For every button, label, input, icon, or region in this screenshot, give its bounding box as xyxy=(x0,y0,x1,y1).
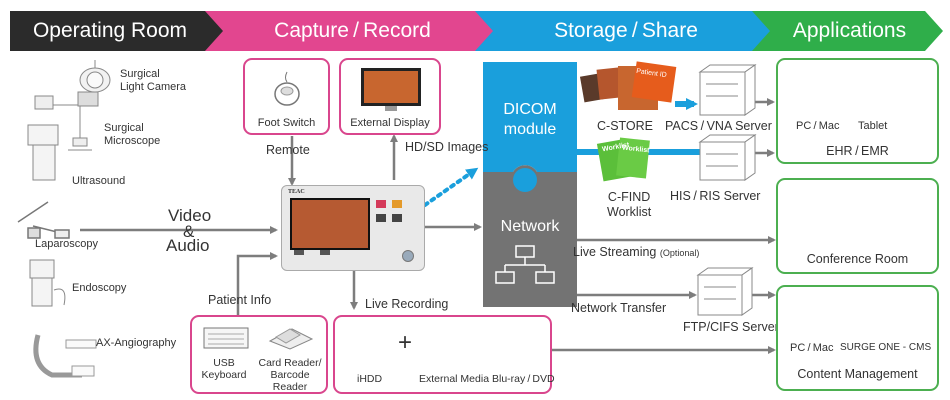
stage-storage-share: Storage / Share xyxy=(554,19,698,42)
ehr-emr-label: EHR / EMR xyxy=(826,144,889,158)
bluray-dvd-label: Blu-ray / DVD xyxy=(492,373,555,385)
surgical-light-camera-icon xyxy=(79,60,111,93)
laparoscopy-icon xyxy=(17,201,70,239)
his-ris-server-icon xyxy=(698,134,757,181)
content-management-box: PC / Mac SURGE ONE - CMS Content Managem… xyxy=(776,285,939,391)
usb-keyboard-label: USB Keyboard xyxy=(201,357,247,381)
ihdd-label: iHDD xyxy=(357,373,383,385)
device-screen xyxy=(290,198,370,250)
stage-capture-record-chevron xyxy=(205,11,496,51)
patient-info-arrow xyxy=(236,252,278,315)
live-streaming-text: Live Streaming xyxy=(573,245,657,259)
network-transfer-label: Network Transfer xyxy=(571,301,667,315)
storage-media-box: iHDD + External Media Blu-ray / DVD xyxy=(333,315,555,394)
pc-mac-2-label: PC / Mac xyxy=(790,342,834,354)
live-streaming-label: Live Streaming (Optional) xyxy=(573,245,699,259)
external-media-label: External Media xyxy=(419,373,490,385)
live-recording-label: Live Recording xyxy=(365,297,449,311)
c-store-label: C-STORE xyxy=(597,119,654,133)
device-power-knob xyxy=(402,250,414,262)
input-devices-box: USB Keyboard Card Reader/ Barcode Reader xyxy=(190,315,328,394)
device-button-dark-2 xyxy=(392,214,402,222)
network-label: Network xyxy=(500,218,560,235)
ftp-cifs-label: FTP/CIFS Server xyxy=(683,320,779,334)
surgical-microscope-label: Surgical Microscope xyxy=(104,122,161,147)
conference-room-label: Conference Room xyxy=(806,252,909,266)
ax-angiography-icon xyxy=(33,334,97,378)
network-topology-icon xyxy=(495,245,555,284)
laparoscopy-label: Laparoscopy xyxy=(35,238,98,250)
dicom-dotted-arrow xyxy=(423,167,479,207)
foot-switch-label: Foot Switch xyxy=(257,117,316,129)
external-display-label: External Display xyxy=(350,117,430,129)
conference-room-box: Conference Room xyxy=(776,178,939,274)
flow-arrows xyxy=(80,134,776,354)
surge-one-label: SURGE ONE - CMS xyxy=(840,342,932,353)
device-button-dark xyxy=(376,214,386,222)
usb-keyboard-icon xyxy=(203,327,249,349)
external-display-icon xyxy=(361,68,421,111)
ultrasound-label: Ultrasound xyxy=(72,175,126,187)
stage-operating-room-chevron xyxy=(10,11,226,51)
ultrasound-icon xyxy=(27,124,59,181)
external-display-box: External Display xyxy=(339,58,441,135)
pacs-server-icon xyxy=(698,64,757,116)
device-button-red xyxy=(376,200,386,208)
dicom-puzzle xyxy=(483,62,577,307)
pacs-vna-label: PACS / VNA Server xyxy=(665,119,772,133)
device-usb-port-2 xyxy=(320,250,330,255)
c-store-image-stack xyxy=(579,61,677,110)
remote-label: Remote xyxy=(266,143,310,157)
amp-label: & xyxy=(183,222,195,241)
stage-applications-chevron xyxy=(752,11,943,51)
live-streaming-optional: (Optional) xyxy=(659,248,700,258)
stage-operating-room: Operating Room xyxy=(32,19,188,42)
c-find-label: C-FIND Worklist xyxy=(607,190,652,219)
hd-sd-images-label: HD/SD Images xyxy=(405,140,489,154)
stage-storage-share-chevron xyxy=(475,11,773,51)
ftp-cifs-server-icon xyxy=(696,267,754,316)
endoscopy-label: Endoscopy xyxy=(72,282,127,294)
patient-info-label: Patient Info xyxy=(208,293,272,307)
device-usb-port xyxy=(294,250,304,255)
surgical-microscope-icon xyxy=(34,91,99,151)
stage-capture-record: Capture / Record xyxy=(274,19,431,42)
ehr-emr-box: PC / Mac Tablet EHR / EMR xyxy=(776,58,939,164)
stage-applications: Applications xyxy=(792,19,907,42)
card-reader-icon xyxy=(268,328,314,350)
his-ris-label: HIS / RIS Server xyxy=(670,189,761,203)
device-brand: TEAC xyxy=(288,189,305,195)
tablet-label: Tablet xyxy=(858,120,888,132)
video-label: Video xyxy=(168,206,212,225)
plus-sign: + xyxy=(398,329,413,356)
foot-switch-box: Foot Switch xyxy=(243,58,330,135)
foot-switch-icon xyxy=(274,71,300,106)
endoscopy-icon xyxy=(29,259,66,307)
content-management-label: Content Management xyxy=(797,367,918,381)
teac-recorder-device: TEAC xyxy=(281,185,425,271)
dicom-module-label: DICOM module xyxy=(503,101,557,138)
ax-angiography-label: AX-Angiography xyxy=(96,337,177,349)
device-button-orange xyxy=(392,200,402,208)
card-reader-label: Card Reader/ Barcode Reader xyxy=(258,357,322,393)
pc-mac-label: PC / Mac xyxy=(796,120,840,132)
worklist-documents xyxy=(596,137,650,182)
surgical-light-camera-label: Surgical Light Camera xyxy=(120,68,187,93)
audio-label: Audio xyxy=(166,236,210,255)
